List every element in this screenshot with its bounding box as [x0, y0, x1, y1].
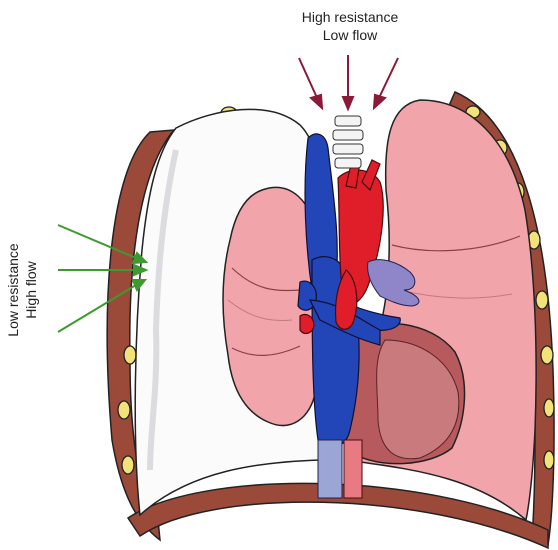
top-arrows — [299, 55, 398, 109]
top-label: High resistance Low flow — [250, 8, 450, 44]
side-label-line2: High flow — [22, 243, 40, 336]
top-label-line1: High resistance — [250, 8, 450, 26]
side-label-line1: Low resistance — [4, 243, 22, 336]
top-label-line2: Low flow — [250, 26, 450, 44]
inferior-vena-cava — [318, 440, 342, 498]
vertebral-column — [333, 116, 363, 168]
descending-aorta — [344, 440, 362, 498]
